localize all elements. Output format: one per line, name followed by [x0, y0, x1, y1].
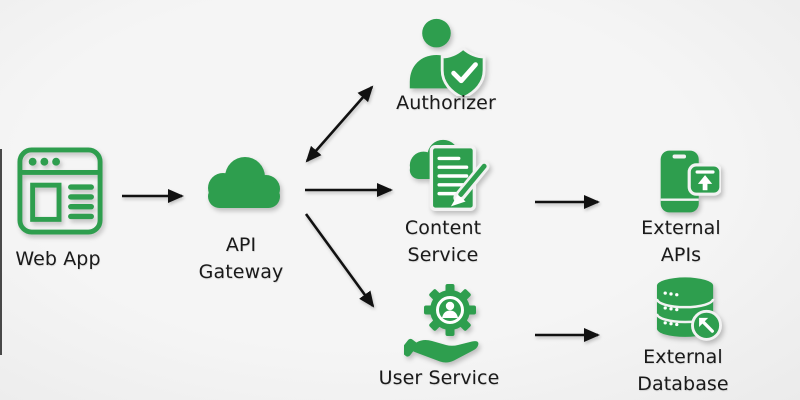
phone-upload-icon [659, 149, 721, 214]
node-label-api-gateway: API Gateway [198, 234, 284, 283]
node-label-external-apis: External APIs [641, 217, 721, 266]
cloud-icon [199, 156, 287, 208]
node-label-user-service: User Service [378, 367, 500, 389]
gear-user-hand-icon [404, 283, 492, 363]
cloud-document-pencil-icon [402, 138, 492, 216]
node-label-content-service: Content Service [404, 217, 482, 266]
arrow-gateway-to-user [304, 213, 375, 308]
arrow-gateway-authorizer-two-way [305, 85, 374, 163]
database-export-icon [652, 274, 728, 342]
left-edge-artifact [0, 149, 2, 355]
browser-window-icon [16, 146, 104, 238]
node-label-authorizer: Authorizer [396, 92, 496, 114]
user-shield-check-icon [404, 16, 488, 96]
node-label-web-app: Web App [15, 248, 101, 270]
node-label-external-database: External Database [637, 346, 729, 395]
